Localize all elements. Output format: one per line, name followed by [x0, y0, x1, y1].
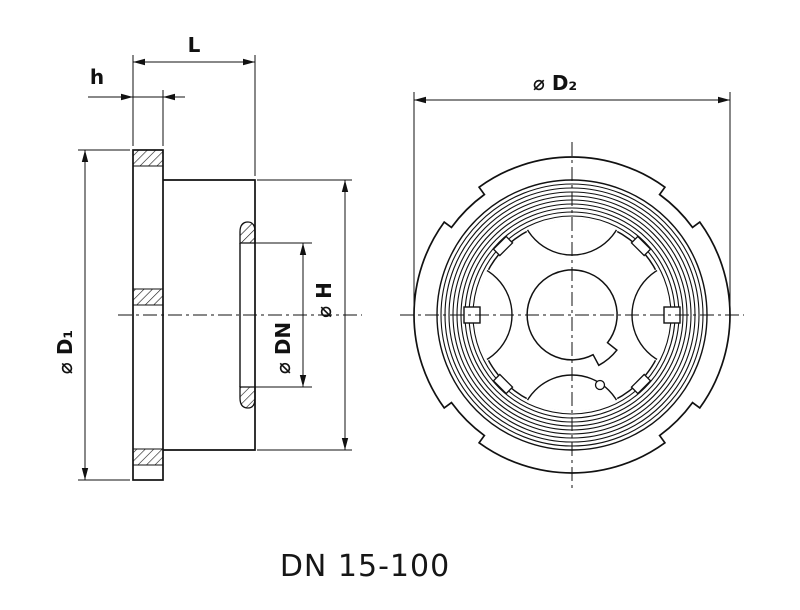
dimension-D1: ⌀ D₁ [53, 149, 130, 481]
label-D2: ⌀ D₂ [533, 71, 577, 95]
seat-bottom-section [239, 386, 256, 409]
label-D1: ⌀ D₁ [53, 330, 77, 374]
label-h: h [90, 65, 104, 89]
front-view: ⌀ D₂ [400, 71, 744, 490]
arm-tip-feet [492, 235, 652, 395]
label-DN: ⌀ DN [271, 322, 295, 374]
dimension-L: L [132, 33, 256, 176]
hatch-middle [132, 288, 164, 306]
flange-plate [132, 149, 164, 481]
dimension-h: h [88, 65, 185, 146]
hatch-top [132, 149, 164, 167]
hatch-bottom [132, 448, 164, 466]
seat-ring [239, 221, 256, 409]
seat-top-section [239, 221, 256, 244]
rivet [594, 379, 606, 391]
label-H: ⌀ H [312, 282, 336, 318]
outer-body-scalloped [413, 156, 731, 474]
side-view: L h ⌀ D₁ ⌀ DN [53, 33, 362, 481]
dimension-D2: ⌀ D₂ [413, 71, 731, 305]
label-L: L [188, 33, 201, 57]
drawing-caption: DN 15-100 [280, 549, 450, 584]
